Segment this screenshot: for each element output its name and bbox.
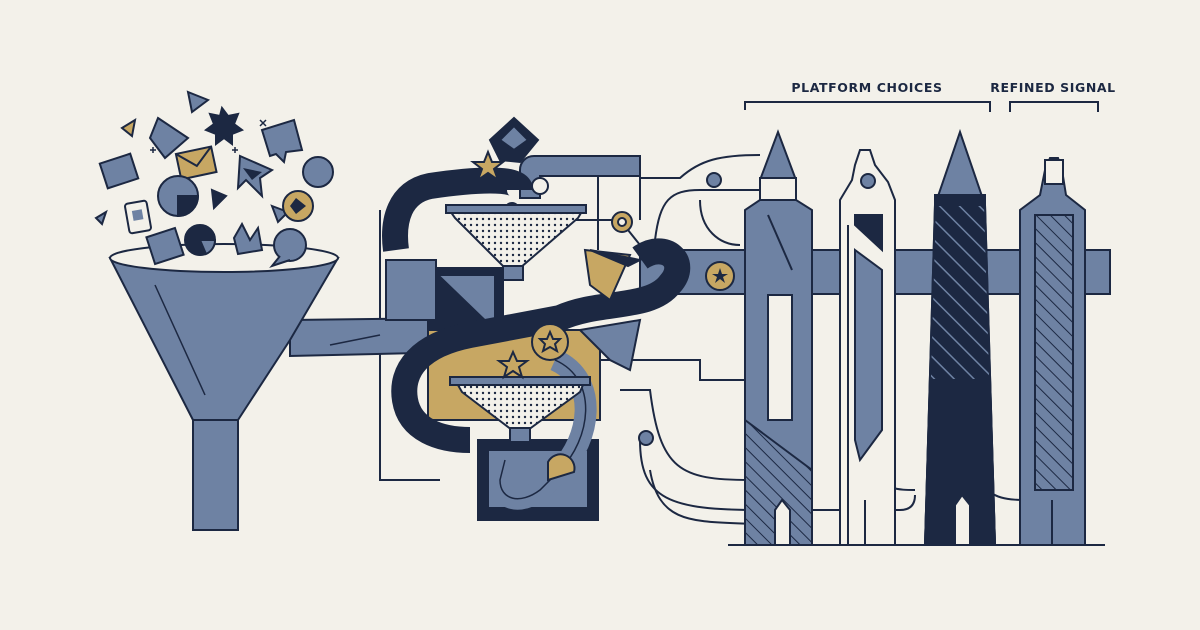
filter-funnel-icon [449,376,591,443]
chat-bubble-icon [260,118,304,165]
triangle-shape [148,116,190,160]
star-icon [496,349,530,380]
burst-shape [203,105,245,146]
crown-shape [232,221,264,256]
star-icon [531,323,569,361]
filter-funnel-icon [445,204,587,281]
circle-shape [302,156,334,188]
star-icon [470,149,506,183]
tower-icon [1019,157,1086,546]
envelope-icon [174,145,218,181]
refined-signal-label: REFINED SIGNAL [990,80,1116,95]
tower-icon [839,149,896,546]
raw-inputs [94,90,334,269]
star-icon [705,261,735,291]
tower-icon [923,128,997,546]
platform-choices-bracket [744,101,991,112]
triangle-shape [186,90,211,114]
triangle-shape [120,117,137,138]
card-shape [98,152,140,190]
platform-choices-label: PLATFORM CHOICES [791,80,942,95]
refined-signal-bracket [1009,101,1099,112]
tower-icon [744,129,813,546]
